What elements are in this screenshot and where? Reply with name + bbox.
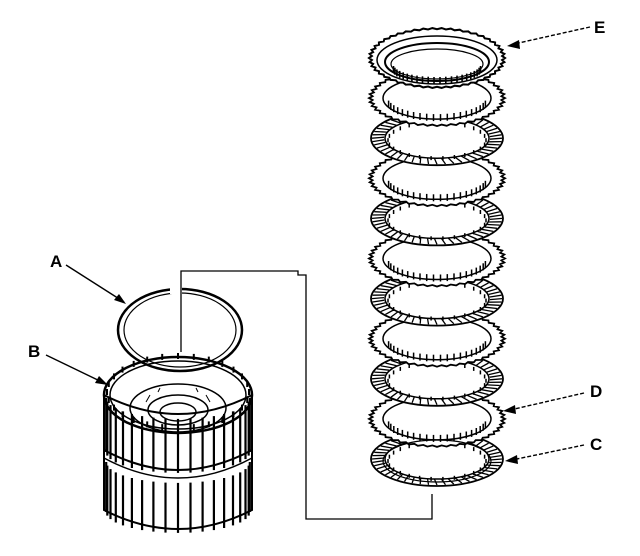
callout-d: D bbox=[503, 382, 602, 414]
clutch-plate-stack bbox=[367, 27, 507, 487]
label-b: B bbox=[28, 342, 40, 361]
friction-disc bbox=[370, 110, 504, 167]
callout-e: E bbox=[507, 18, 605, 49]
label-c: C bbox=[590, 435, 602, 454]
steel-plate bbox=[367, 309, 507, 368]
label-a: A bbox=[50, 252, 62, 271]
friction-disc bbox=[370, 270, 504, 327]
clutch-drum bbox=[102, 353, 254, 533]
label-e: E bbox=[594, 18, 605, 37]
steel-plate bbox=[367, 69, 507, 128]
label-d: D bbox=[590, 382, 602, 401]
callout-b: B bbox=[28, 342, 108, 385]
friction-disc bbox=[370, 190, 504, 247]
snap-ring bbox=[116, 284, 244, 373]
steel-plate bbox=[367, 229, 507, 288]
installation-bracket-line bbox=[180, 270, 433, 520]
end-plate bbox=[367, 27, 507, 89]
steel-plate bbox=[367, 389, 507, 448]
callout-c: C bbox=[505, 435, 602, 464]
callout-a: A bbox=[50, 252, 126, 304]
steel-plate bbox=[367, 149, 507, 208]
